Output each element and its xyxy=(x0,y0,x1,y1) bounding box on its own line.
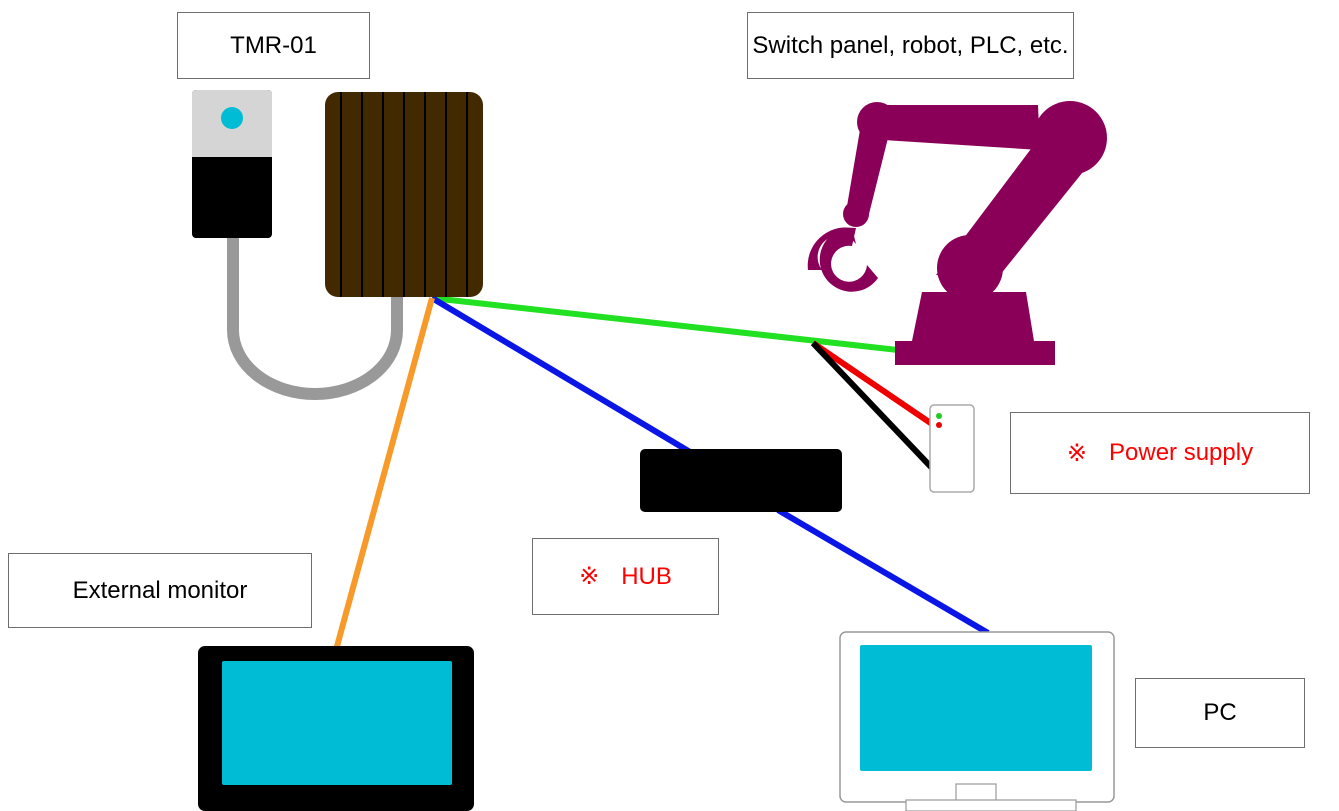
blue-cable-to-hub xyxy=(430,295,692,455)
green-cable xyxy=(431,295,899,353)
equipment-label-text: Switch panel, robot, PLC, etc. xyxy=(752,31,1069,59)
external-monitor-label: External monitor xyxy=(8,553,312,628)
hub-label-text: HUB xyxy=(621,562,672,590)
power-supply-label: ※ Power supply xyxy=(1010,412,1310,494)
external-monitor-label-text: External monitor xyxy=(72,576,248,604)
blue-cable-to-pc xyxy=(776,507,990,636)
robot-arm-icon xyxy=(807,101,1107,365)
equipment-label: Switch panel, robot, PLC, etc. xyxy=(747,12,1074,79)
pc-label: PC xyxy=(1135,678,1305,748)
hub-note-mark: ※ xyxy=(579,563,600,590)
sensor-cable xyxy=(227,236,403,400)
network-hub-icon xyxy=(640,449,842,512)
tmr-01-label-text: TMR-01 xyxy=(230,31,317,59)
tmr-01-label: TMR-01 xyxy=(177,12,370,79)
orange-cable xyxy=(333,297,435,651)
pc-label-text: PC xyxy=(1203,699,1237,726)
hub-label: ※ HUB xyxy=(532,538,719,615)
power-supply-icon xyxy=(929,404,975,493)
controller-unit-icon xyxy=(325,92,483,297)
red-power-wire xyxy=(811,340,934,427)
black-power-wire xyxy=(810,340,935,471)
pc-monitor-icon xyxy=(839,631,1115,811)
power-supply-note-mark: ※ xyxy=(1066,439,1088,467)
power-supply-label-text: Power supply xyxy=(1109,439,1254,466)
external-monitor-icon xyxy=(198,646,474,811)
camera-sensor-icon xyxy=(192,90,272,238)
